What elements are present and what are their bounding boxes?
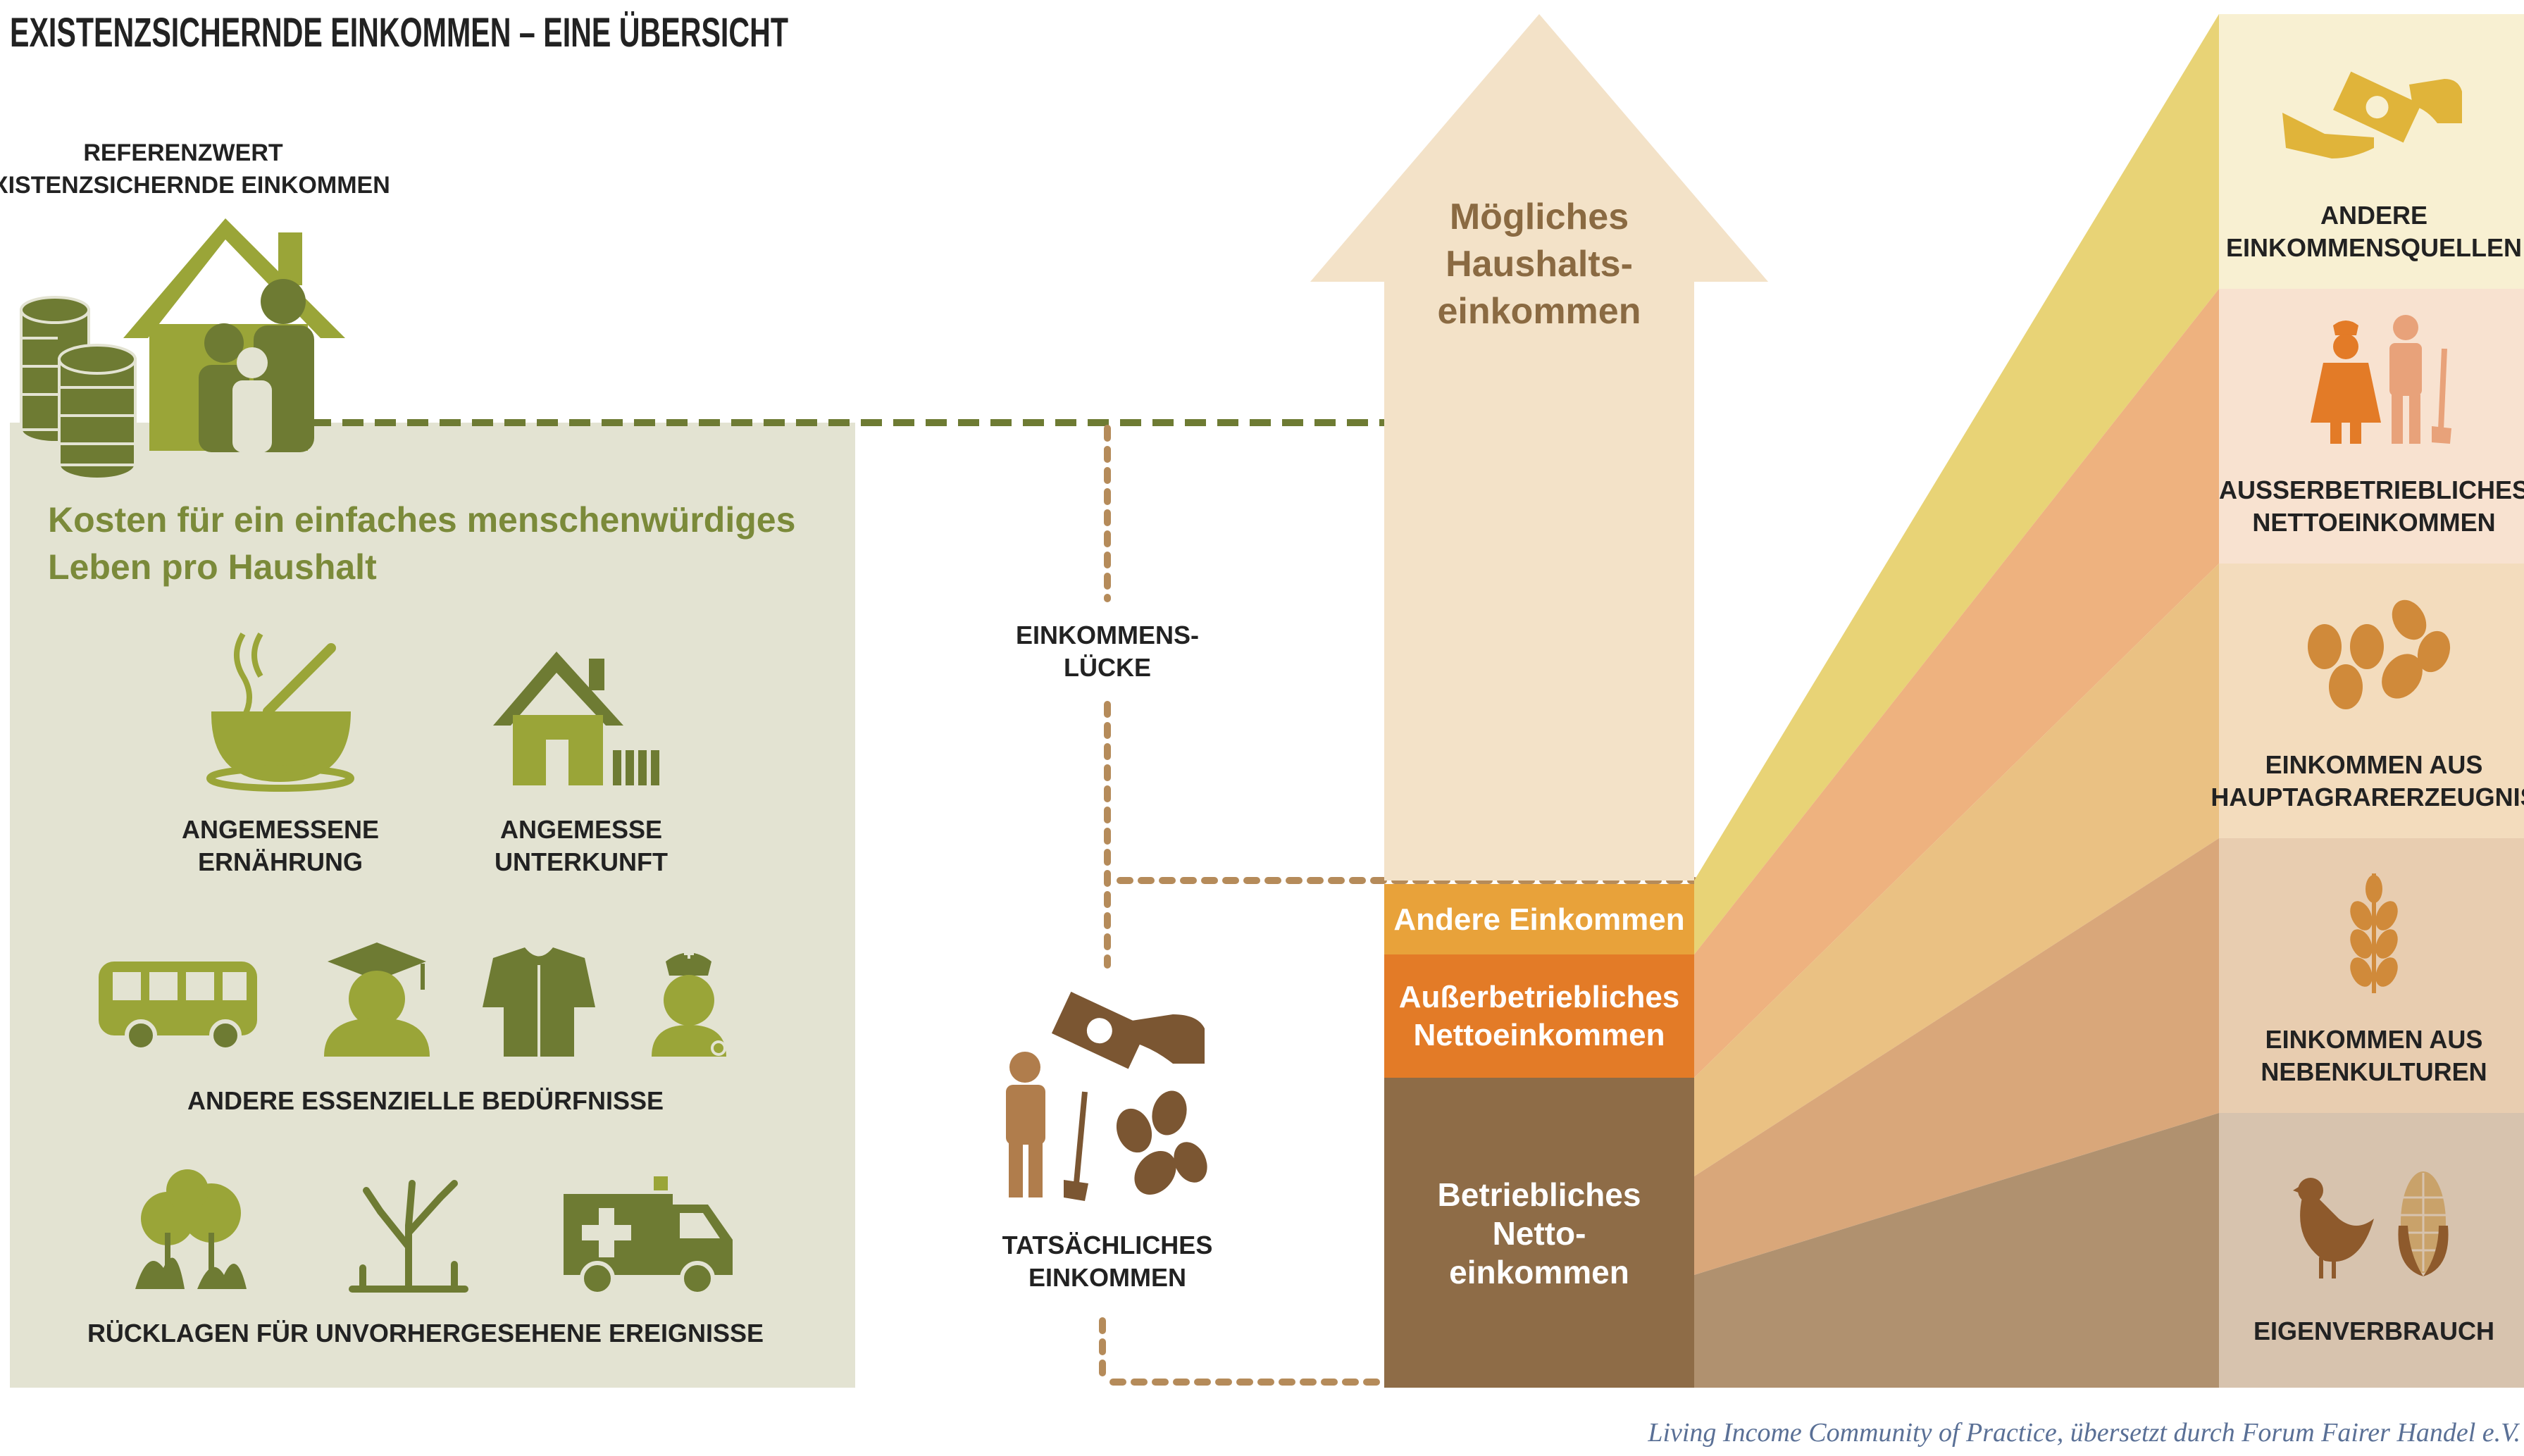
corn-icon — [2398, 1171, 2449, 1276]
side-side-crops-line2: NEBENKULTUREN — [2261, 1057, 2487, 1086]
side-side-crops-line1: EINKOMMEN AUS — [2265, 1025, 2483, 1054]
drought-tree-icon — [349, 1180, 468, 1293]
side-label-panels — [2219, 14, 2524, 1388]
bar-offfarm-income — [1384, 954, 1694, 1078]
bar-other-income-label: Andere Einkommen — [1393, 902, 1684, 937]
other-needs-label: ANDERE ESSENZIELLE BEDÜRFNISSE — [187, 1086, 664, 1115]
source-credit: Living Income Community of Practice, übe… — [1647, 1418, 2520, 1448]
side-other-sources-line1: ANDERE — [2320, 201, 2427, 230]
actual-income-label-line1: TATSÄCHLICHES — [1002, 1231, 1213, 1259]
reserves-label: RÜCKLAGEN FÜR UNVORHERGESEHENE EREIGNISS… — [87, 1319, 764, 1348]
housing-label-line1: ANGEMESSE — [500, 815, 662, 844]
bar-farm-label-line3: einkommen — [1449, 1254, 1629, 1290]
workers-icon — [2311, 315, 2451, 444]
food-label-line2: ERNÄHRUNG — [198, 847, 363, 876]
hands-money-icon — [2282, 71, 2462, 158]
ambulance-icon — [564, 1176, 733, 1296]
arrow-label-line1: Mögliches — [1450, 197, 1629, 237]
side-offfarm-line1: AUSSERBETRIEBLICHES — [2219, 475, 2524, 504]
bar-offfarm-label-line2: Nettoeinkommen — [1414, 1018, 1665, 1052]
costs-heading-line2: Leben pro Haushalt — [48, 547, 377, 587]
reference-label-line2: EXISTENZSICHERNDE EINKOMMEN — [0, 172, 390, 199]
wildfire-trees-icon — [135, 1169, 247, 1289]
bar-farm-label-line1: Betriebliches — [1438, 1176, 1641, 1213]
food-label-line1: ANGEMESSENE — [182, 815, 379, 844]
housing-label-line2: UNTERKUNFT — [495, 847, 668, 876]
costs-heading-line1: Kosten für ein einfaches menschenwürdige… — [48, 500, 795, 540]
side-main-crop-line2: HAUPTAGRARERZEUGNIS — [2211, 783, 2524, 811]
arrow-label-line3: einkommen — [1438, 291, 1641, 332]
side-own-use-label: EIGENVERBRAUCH — [2253, 1317, 2494, 1345]
coin-stacks-icon — [20, 296, 137, 480]
house-family-icon — [123, 218, 345, 452]
side-main-crop-line1: EINKOMMEN AUS — [2265, 750, 2483, 779]
actual-income-label-line2: EINKOMMEN — [1028, 1263, 1186, 1292]
side-offfarm-line2: NETTOEINKOMMEN — [2252, 508, 2495, 537]
coffee-beans-icon — [2308, 599, 2451, 709]
income-gap-label-line2: LÜCKE — [1064, 653, 1151, 682]
page-title: EXISTENZSICHERNDE EINKOMMEN – EINE ÜBERS… — [10, 10, 788, 56]
farmer-money-beans-icon — [1006, 991, 1207, 1201]
chicken-icon — [2293, 1178, 2374, 1278]
house-icon — [493, 652, 659, 785]
shirt-icon — [483, 947, 595, 1057]
bar-offfarm-label-line1: Außerbetriebliches — [1399, 980, 1680, 1014]
household-income-arrow — [1310, 14, 1768, 881]
bar-other-income — [1384, 884, 1694, 954]
soup-bowl-icon — [206, 632, 354, 792]
income-gap-label-line1: EINKOMMENS- — [1016, 621, 1199, 649]
reference-label-line1: REFERENZWERT — [83, 139, 283, 166]
graduate-icon — [324, 942, 430, 1057]
wheat-icon — [2350, 873, 2398, 993]
bar-farm-label-line2: Netto- — [1493, 1215, 1586, 1252]
side-other-sources-line2: EINKOMMENSQUELLEN — [2226, 233, 2522, 262]
arrow-label-line2: Haushalts- — [1446, 244, 1633, 285]
nurse-icon — [652, 949, 726, 1057]
bus-icon — [99, 962, 257, 1052]
bar-farm-income — [1384, 1078, 1694, 1388]
